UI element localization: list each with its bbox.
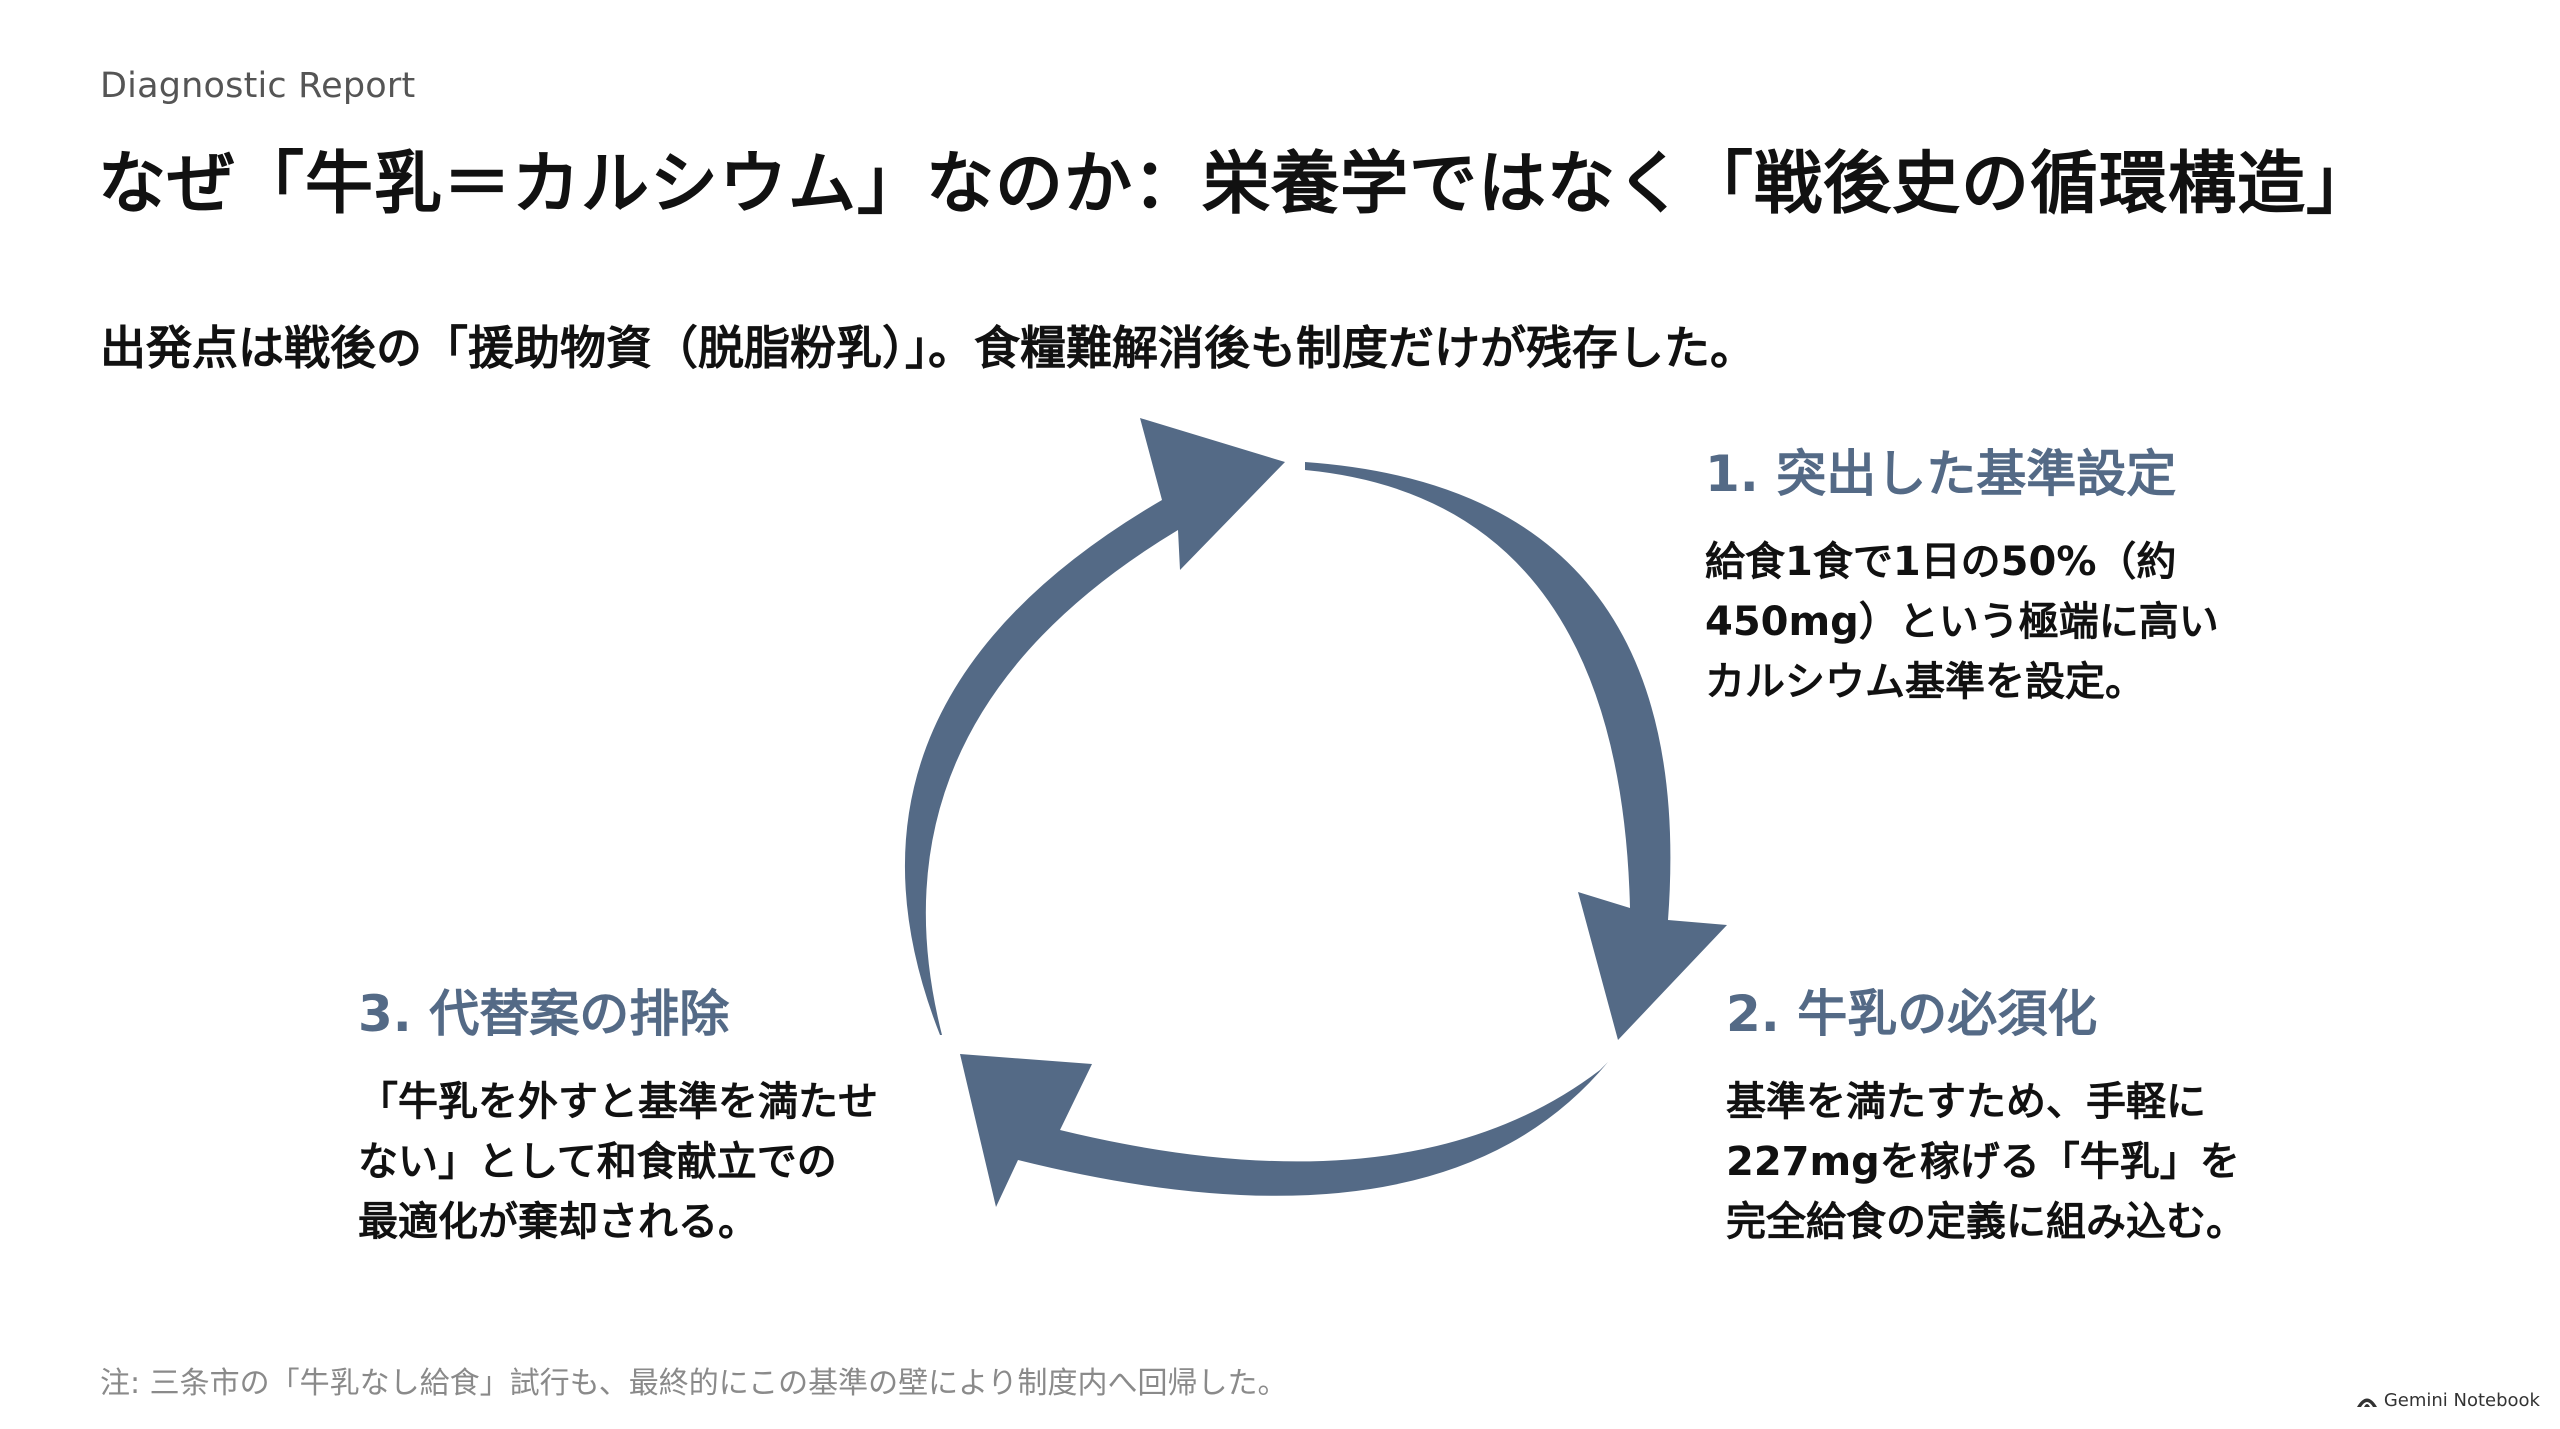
step-1-body: 給食1食で1日の50%（約 450mg）という極端に高い カルシウム基準を設定。 [1705,539,2219,705]
step-3-heading: 3. 代替案の排除 [358,985,730,1043]
step-2-heading: 2. 牛乳の必須化 [1726,985,2098,1043]
cycle-step-2: 2. 牛乳の必須化 基準を満たすため、手軽に 227mgを稼げる「牛乳」を 完全… [1726,974,2246,1252]
footnote: 注: 三条市の「牛乳なし給食」試行も、最終的にこの基準の壁により制度内へ回帰した… [100,1366,1288,1401]
cycle-arrow-to-step-3 [960,1054,1608,1207]
step-3-body: 「牛乳を外すと基準を満たせ ない」として和食献立での 最適化が棄却される。 [358,1079,878,1245]
gemini-notebook-icon [2356,1398,2377,1407]
step-1-heading: 1. 突出した基準設定 [1705,445,2177,503]
page-subtitle: 出発点は戦後の「援助物資（脱脂粉乳）」。食糧難解消後も制度だけが残存した。 [100,321,1756,375]
cycle-arrow-to-step-1 [904,418,1285,1035]
cycle-arrow-to-step-2 [1305,462,1727,1040]
cycle-step-3: 3. 代替案の排除 「牛乳を外すと基準を満たせ ない」として和食献立での 最適化… [358,974,878,1252]
brand-label: Gemini Notebook [2383,1390,2540,1411]
brand-badge: Gemini Notebook [2356,1390,2540,1411]
page-title: なぜ「牛乳＝カルシウム」なのか：栄養学ではなく「戦後史の循環構造」 [98,145,2376,224]
step-2-body: 基準を満たすため、手軽に 227mgを稼げる「牛乳」を 完全給食の定義に組み込む… [1726,1079,2246,1245]
report-eyebrow: Diagnostic Report [100,66,416,106]
cycle-step-1: 1. 突出した基準設定 給食1食で1日の50%（約 450mg）という極端に高い… [1705,434,2219,712]
